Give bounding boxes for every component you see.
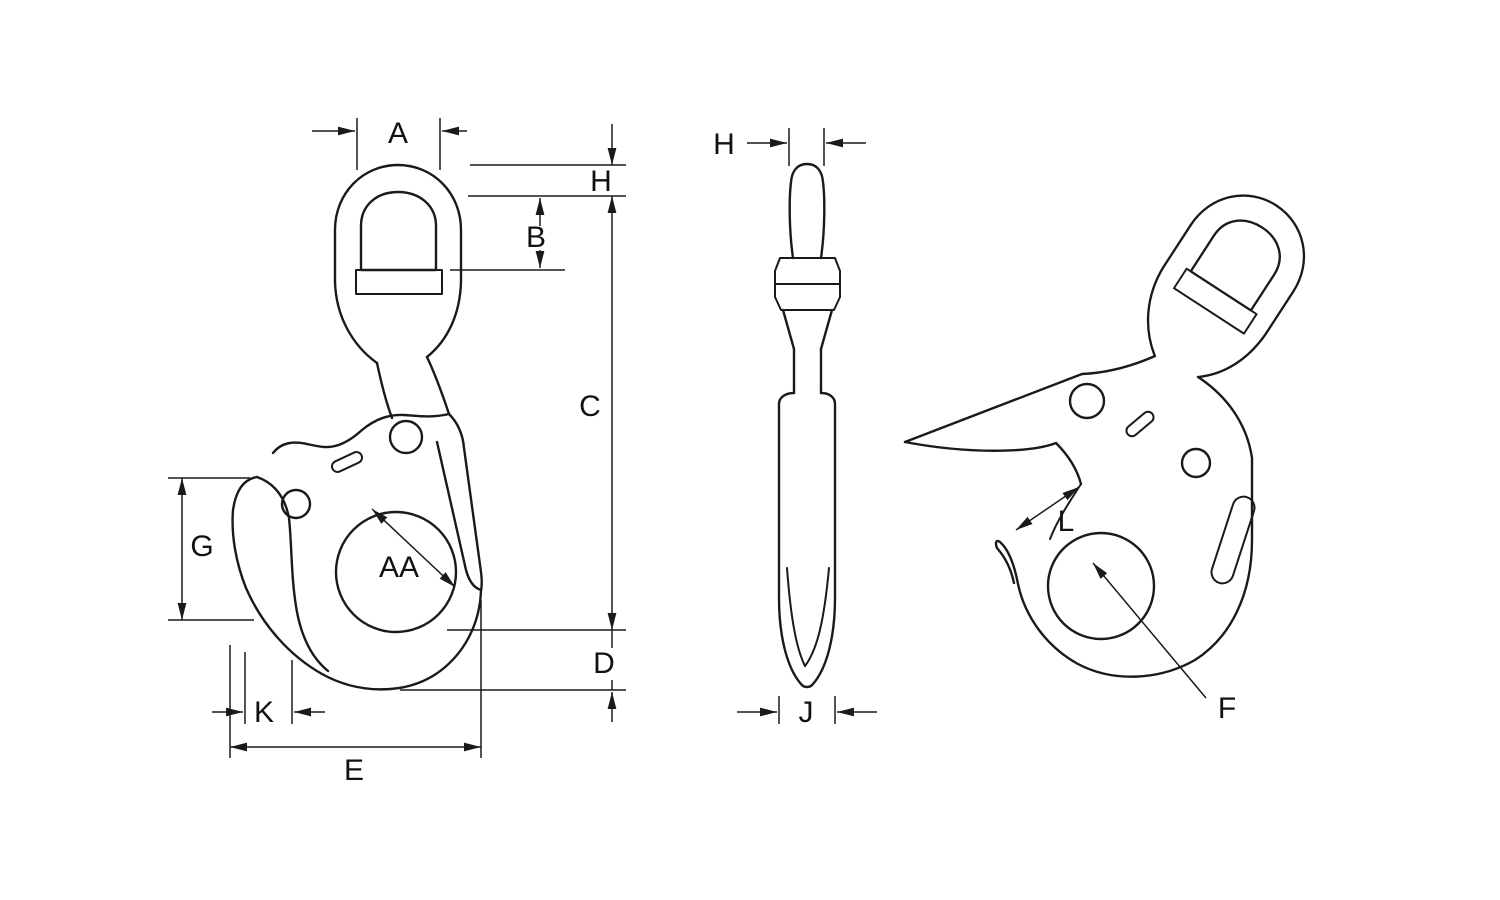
dim-label-j: J: [799, 696, 814, 729]
dim-label-b: B: [526, 221, 546, 254]
body-slot-rotated: [1125, 410, 1155, 438]
eye-side-profile: [788, 162, 826, 260]
hook-back-edge: [447, 412, 483, 592]
dim-label-d: D: [593, 647, 615, 680]
dim-label-h-front: H: [590, 165, 612, 198]
shank-right-edge: [425, 355, 451, 416]
dim-label-e: E: [344, 754, 364, 787]
dim-line-aa: [371, 508, 456, 588]
tip-edge-left: [786, 567, 806, 667]
eye-inner-opening: [359, 190, 438, 272]
hook-point-inner-edge: [255, 475, 330, 673]
latch-edge: [435, 440, 483, 592]
latch-pin-hole-rotated: [1068, 382, 1106, 420]
hook-bowl-opening-rotated: [1046, 531, 1156, 641]
dim-label-a: A: [388, 117, 408, 150]
latch-top-edge: [903, 372, 1084, 444]
side-view: H J: [713, 128, 877, 729]
perspective-view-dimensions: L F: [1015, 486, 1236, 725]
side-slot: [1210, 495, 1256, 585]
neck-taper-right: [819, 308, 834, 351]
body-throat-edge: [1054, 441, 1083, 486]
rivet-hole: [280, 488, 312, 520]
latch-bottom-edge: [903, 440, 1058, 452]
perspective-view: L F: [903, 194, 1306, 725]
dim-label-f: F: [1218, 692, 1236, 725]
hook-bowl-outline: [231, 475, 483, 691]
neck-taper-left: [781, 308, 796, 351]
swivel-nut: [774, 257, 841, 311]
body-slot: [330, 451, 364, 473]
swivel-collar-rotated: [1173, 267, 1258, 335]
eye-inner-opening-rotated: [1189, 219, 1281, 312]
side-view-dimensions: H J: [713, 128, 877, 729]
tip-edge-right: [804, 567, 830, 667]
hook-body-top-edge: [271, 412, 451, 455]
rivet-hole-rotated: [1180, 447, 1212, 479]
dim-label-k: K: [254, 696, 274, 729]
swivel-collar: [355, 269, 443, 295]
body-upper-edge: [1080, 354, 1157, 376]
leader-line-f: [1092, 562, 1207, 699]
dim-label-g: G: [190, 530, 213, 563]
latch-pin-hole: [388, 419, 424, 455]
dim-label-c: C: [579, 390, 601, 423]
dim-line-l: [1015, 486, 1080, 531]
front-view: A H B C D G: [168, 117, 626, 787]
front-view-dimensions: A H B C D G: [168, 117, 626, 787]
hook-side-profile: [777, 391, 837, 689]
dim-label-aa: AA: [379, 551, 419, 584]
eye-outline: [333, 163, 463, 365]
shank-left-edge: [375, 361, 394, 420]
eye-outline-rotated: [1146, 194, 1306, 379]
dim-label-l: L: [1058, 505, 1075, 538]
dim-label-h-side: H: [713, 128, 735, 161]
hook-bowl-outline-rotated: [994, 375, 1254, 678]
